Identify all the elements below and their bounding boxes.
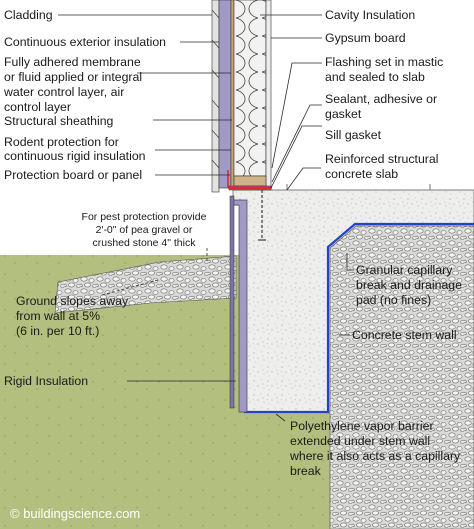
cavity-insulation xyxy=(233,0,267,177)
label-rodent-line1: Rodent protection for xyxy=(4,135,119,149)
label-flashing-line2: and sealed to slab xyxy=(325,70,425,84)
protection-board xyxy=(229,195,235,409)
pest-note-line1: For pest protection provide xyxy=(82,211,207,223)
vapor-note-line2: extended under stem wall xyxy=(290,434,430,448)
label-cavity-insulation: Cavity Insulation xyxy=(325,8,415,22)
label-protection-board: Protection board or panel xyxy=(4,168,142,182)
vapor-note-line3: where it also acts as a capillary xyxy=(289,449,461,463)
label-membrane-line2: or fluid applied or integral xyxy=(4,70,142,84)
cladding xyxy=(211,0,220,193)
exterior-insulation xyxy=(218,0,232,189)
granular-note-line3: pad (no fines) xyxy=(356,293,431,307)
bottom-plate xyxy=(233,175,267,187)
pea-gravel-bed xyxy=(54,255,237,314)
label-slab-line1: Reinforced structural xyxy=(325,152,438,166)
flashing xyxy=(227,170,272,189)
label-flashing-line1: Flashing set in mastic xyxy=(325,55,443,69)
label-sealant-line2: gasket xyxy=(325,107,362,121)
label-exterior-insulation: Continuous exterior insulation xyxy=(4,35,166,49)
label-membrane-line4: control layer xyxy=(4,100,71,114)
granular-note-line1: Granular capillary xyxy=(356,263,453,277)
gypsum-board xyxy=(265,0,272,189)
vapor-note-line1: Polyethylene vapor barrier xyxy=(290,419,434,433)
label-slab-line2: concrete slab xyxy=(325,167,398,181)
label-sealant-line1: Sealant, adhesive or xyxy=(325,92,437,106)
ground-note-line2: from wall at 5% xyxy=(16,309,100,323)
ground-note-line1: Ground slopes away xyxy=(16,294,129,308)
label-membrane-line3: water control layer, air xyxy=(3,85,124,99)
label-rodent-line2: continuous rigid insulation xyxy=(4,149,146,163)
pest-note-line3: crushed stone 4" thick xyxy=(93,237,197,249)
label-rigid-insulation: Rigid Insulation xyxy=(4,374,88,388)
ground-note-line3: (6 in. per 10 ft.) xyxy=(16,324,99,338)
label-cladding: Cladding xyxy=(4,8,53,22)
granular-note-line2: break and drainage xyxy=(356,278,462,292)
label-sill-gasket: Sill gasket xyxy=(325,128,382,142)
credit-watermark: © buildingscience.com xyxy=(10,506,140,521)
label-stem-wall: Concrete stem wall xyxy=(352,328,457,342)
pest-note-line2: 2'-0" of pea gravel or xyxy=(96,224,193,236)
vapor-barrier xyxy=(244,222,474,414)
granular-capillary-break xyxy=(329,225,474,529)
label-gypsum-board: Gypsum board xyxy=(325,31,406,45)
label-membrane-line1: Fully adhered membrane xyxy=(4,55,141,69)
vapor-note-line4: break xyxy=(290,464,322,478)
label-sheathing: Structural sheathing xyxy=(4,114,114,128)
structural-sheathing xyxy=(230,0,235,189)
